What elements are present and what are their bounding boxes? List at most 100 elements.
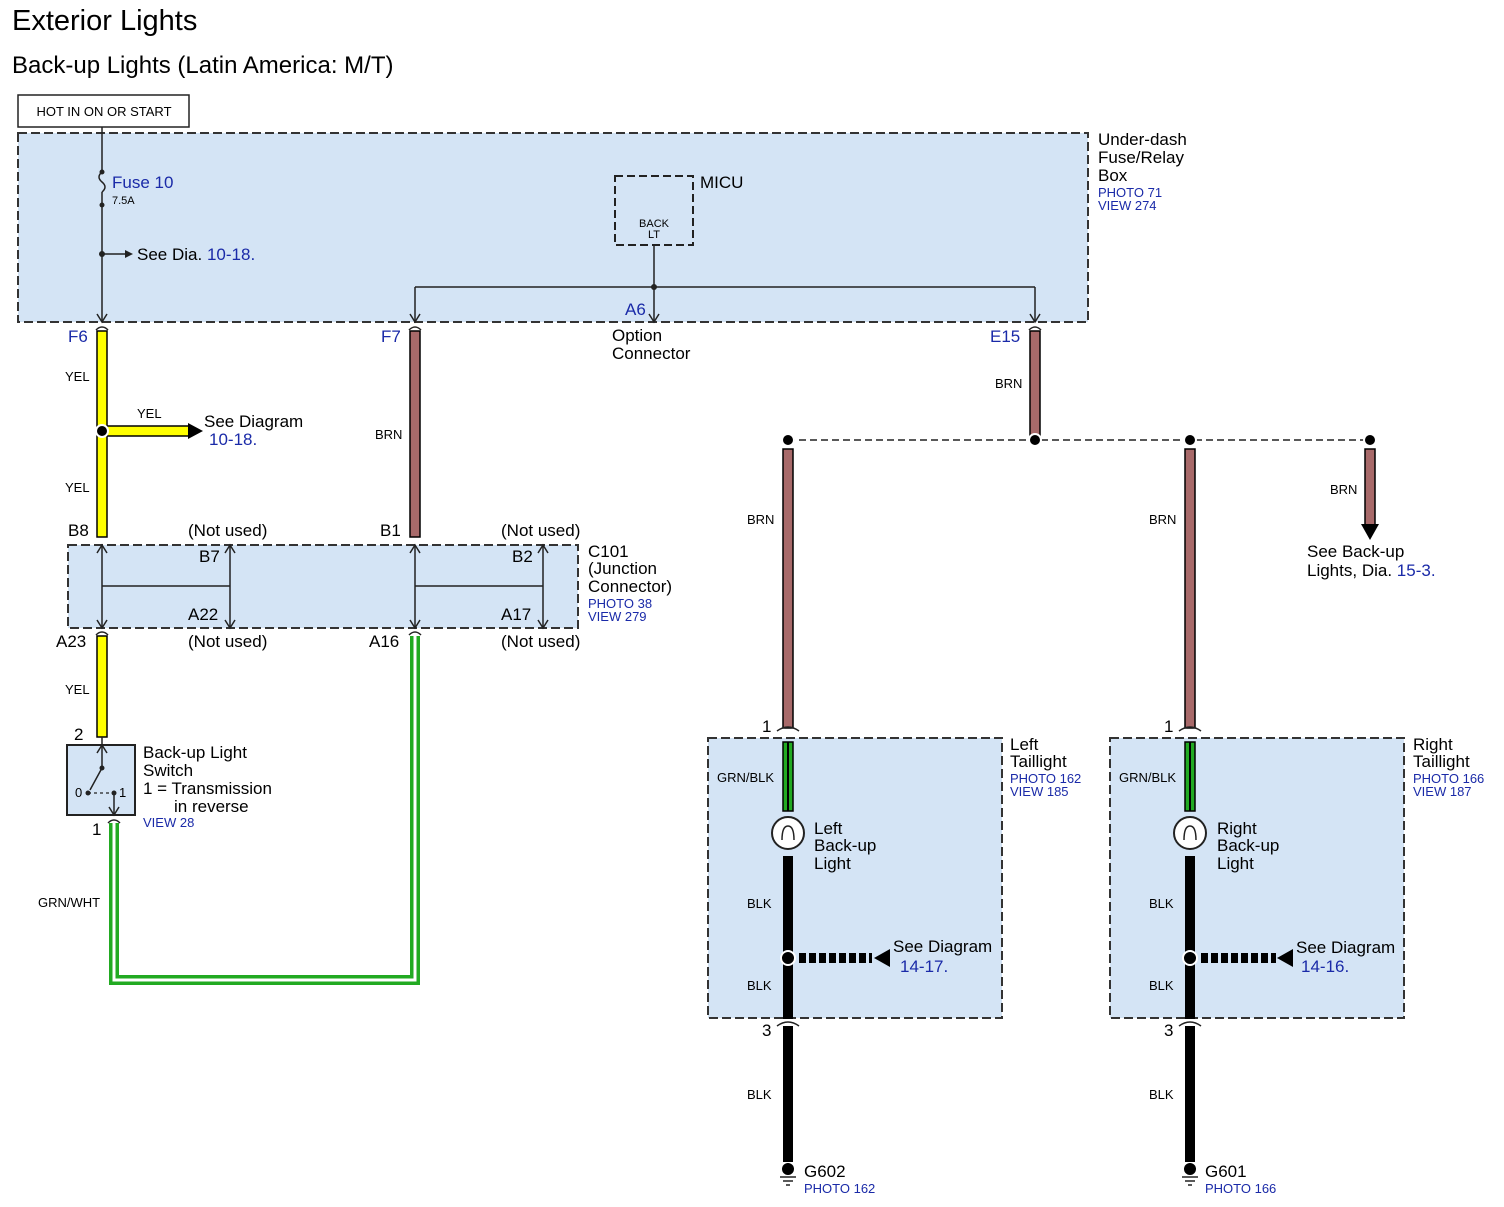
right-taillight-name-1: Right — [1413, 735, 1453, 754]
switch-contact-arm — [89, 767, 103, 791]
fuse-box-name-2: Fuse/Relay — [1098, 148, 1184, 167]
see-diagram-branch-text: See Diagram — [204, 412, 303, 431]
switch-view-ref: VIEW 28 — [143, 815, 194, 830]
wire-color-brn-f7: BRN — [375, 427, 402, 442]
yel-splice-dot — [95, 424, 109, 438]
right-ground-splice-dot — [1182, 950, 1198, 966]
fuse-10-symbol — [98, 171, 106, 193]
wire-color-blk-right-2: BLK — [1149, 978, 1174, 993]
left-taillight-name-1: Left — [1010, 735, 1039, 754]
b1-arrow — [409, 543, 421, 554]
not-used-label-1: (Not used) — [188, 521, 267, 540]
fuse-box-view-ref: VIEW 274 — [1098, 198, 1157, 213]
right-pin-3-connector-mark — [1178, 1021, 1202, 1027]
option-connector-label-2: Connector — [612, 344, 691, 363]
b7-arrow — [224, 543, 236, 554]
switch-pos-0-label: 0 — [75, 785, 82, 800]
left-see-diagram-arrow — [874, 949, 890, 967]
a22-arrow — [224, 619, 236, 630]
blk-wire-right-ground — [1185, 1026, 1195, 1162]
not-used-label-2: (Not used) — [501, 521, 580, 540]
f7-pin-label: F7 — [381, 327, 401, 346]
right-bulb-filament — [1183, 825, 1197, 841]
left-ground-node — [782, 1163, 794, 1175]
left-pin-3-connector-mark — [776, 1021, 800, 1027]
fuse-box-name-3: Box — [1098, 166, 1128, 185]
switch-name-1: Back-up Light — [143, 743, 247, 762]
wire-color-brn-left: BRN — [747, 512, 774, 527]
blk-wire-left-ground — [783, 1026, 793, 1162]
b1-pin-label: B1 — [380, 521, 401, 540]
brn-wire-back-up-ref — [1364, 448, 1376, 526]
back-up-light-switch-box — [66, 744, 136, 816]
left-bulb-name-1: Left — [814, 819, 843, 838]
not-used-label-4: (Not used) — [501, 632, 580, 651]
page-subtitle: Back-up Lights (Latin America: M/T) — [12, 52, 393, 79]
right-bulb-name-3: Light — [1217, 854, 1254, 873]
wire-color-blk-left-3: BLK — [747, 1087, 772, 1102]
see-dia-arrow — [125, 250, 133, 258]
right-see-diagram-arrow — [1277, 949, 1293, 967]
right-taillight-view-ref: VIEW 187 — [1413, 784, 1472, 799]
wire-color-grn-blk-left: GRN/BLK — [717, 770, 774, 785]
left-pin-1-label: 1 — [762, 717, 771, 736]
b2-pin-label: B2 — [512, 547, 533, 566]
a23-connector-mark — [95, 631, 109, 636]
left-see-diagram-text: See Diagram — [893, 937, 992, 956]
switch-name-2: Switch — [143, 761, 193, 780]
blk-wire-right-inside — [1185, 856, 1195, 1019]
wire-color-yel-1: YEL — [65, 369, 90, 384]
right-see-diagram-ref: 14-16. — [1301, 957, 1349, 976]
switch-pin-1-connector-mark — [107, 819, 121, 824]
blk-wire-left-inside — [783, 856, 793, 1019]
c101-name-2: (Junction — [588, 559, 657, 578]
wire-color-blk-right-3: BLK — [1149, 1087, 1174, 1102]
b8-pin-label: B8 — [68, 521, 89, 540]
left-taillight-photo-ref: PHOTO 162 — [1010, 771, 1081, 786]
left-bulb-icon — [771, 816, 805, 850]
bus-node-left-taillight — [781, 433, 795, 447]
a6-pin-label: A6 — [625, 300, 646, 319]
left-pin-1-connector-mark — [776, 726, 800, 732]
ground-g602-photo-ref: PHOTO 162 — [804, 1181, 875, 1196]
micu-lt-text: LT — [648, 229, 660, 241]
left-ground-splice-dot — [780, 950, 796, 966]
left-taillight-name-2: Taillight — [1010, 752, 1067, 771]
a23-pin-label: A23 — [56, 632, 86, 651]
switch-note-2: in reverse — [174, 797, 249, 816]
a16-pin-label: A16 — [369, 632, 399, 651]
left-bulb-filament — [781, 825, 795, 841]
right-pin-1-connector-mark — [1178, 726, 1202, 732]
back-up-ref-arrow — [1361, 524, 1379, 540]
grn-wht-wire — [109, 636, 420, 985]
micu-back-text: BACK — [639, 218, 670, 230]
b8-arrow — [96, 543, 108, 554]
wire-color-grn-wht: GRN/WHT — [38, 895, 100, 910]
f6-connector-mark — [95, 326, 109, 331]
a17-arrow — [537, 619, 549, 630]
see-dia-text: See Dia. 10-18. — [137, 245, 255, 264]
wire-color-blk-right-1: BLK — [1149, 896, 1174, 911]
switch-pin-1-label: 1 — [92, 820, 101, 839]
wire-color-brn-e15: BRN — [995, 376, 1022, 391]
brn-wire-right-taillight — [1184, 448, 1196, 729]
wire-color-grn-blk-right: GRN/BLK — [1119, 770, 1176, 785]
a6-arrow — [648, 313, 660, 324]
fuse-10-rating: 7.5A — [112, 195, 135, 207]
fuse-terminal-top — [99, 169, 105, 175]
wire-color-blk-left-1: BLK — [747, 896, 772, 911]
wire-color-yel-branch: YEL — [137, 406, 162, 421]
yel-wire-a23-switch — [96, 635, 108, 738]
a22-pin-label: A22 — [188, 605, 218, 624]
back-up-ref-line-1: See Back-up — [1307, 542, 1404, 561]
switch-pos-1-label: 1 — [119, 785, 126, 800]
right-see-diagram-text: See Diagram — [1296, 938, 1395, 957]
under-dash-fuse-relay-box — [17, 132, 1089, 323]
see-diagram-branch-ref: 10-18. — [209, 430, 257, 449]
switch-pin-2-label: 2 — [74, 725, 83, 744]
right-ground-node — [1184, 1163, 1196, 1175]
bus-node-right-taillight — [1183, 433, 1197, 447]
bus-node-back-up-ref — [1363, 433, 1377, 447]
option-connector-label-1: Option — [612, 326, 662, 345]
